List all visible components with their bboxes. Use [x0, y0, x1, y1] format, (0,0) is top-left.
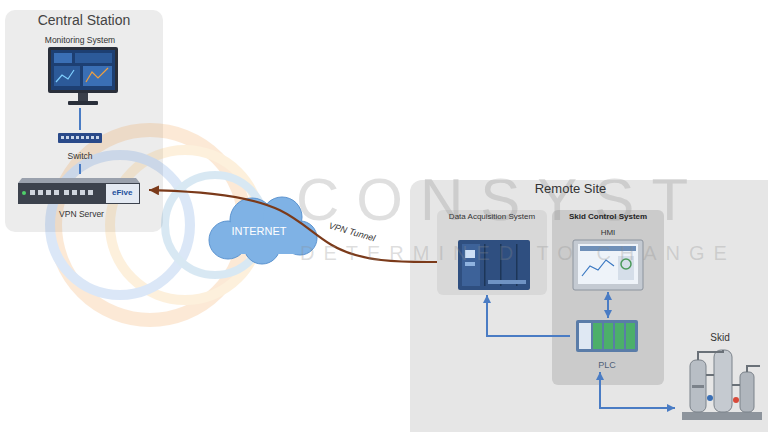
node-label: VPN Server: [59, 210, 104, 220]
plc-node: PLC: [570, 318, 644, 372]
brand-mark: eFive: [112, 189, 132, 197]
node-label: Data Acquisition System: [449, 212, 535, 221]
panel-fill: [552, 210, 664, 385]
connector: [600, 372, 675, 408]
node-label: Central Station: [38, 12, 131, 28]
station-panel: Central StationMonitoring SystemSwitchVP…: [5, 10, 163, 232]
connector: [79, 108, 81, 130]
vpn-server-node: VPN Server: [14, 174, 149, 222]
node-label: Switch: [67, 152, 92, 162]
node-label: Remote Site: [535, 182, 607, 197]
plc-icon: [576, 320, 638, 352]
node-label: Monitoring System: [45, 36, 115, 46]
node-label: INTERNET: [232, 225, 287, 238]
node-label: HMI: [601, 228, 616, 237]
monitor-icon: [48, 47, 118, 105]
watermark: DETERMINED TO CHANGE: [300, 243, 736, 263]
connector: [79, 164, 81, 174]
site-panel: Remote SiteData Acquisition System Skid C…: [410, 180, 768, 432]
node-label: PLC: [598, 360, 616, 370]
panel-fill: [5, 10, 163, 232]
skid-node: Skid: [675, 330, 765, 425]
node-label: Skid Control System: [569, 212, 647, 221]
control-system-box: Skid Control SystemHMI PLC: [552, 210, 664, 385]
connector: [487, 295, 570, 336]
monitor-node: Monitoring System: [30, 34, 130, 108]
switch-icon: [58, 133, 102, 143]
switch-node: Switch: [52, 130, 108, 164]
connector: [607, 292, 609, 318]
skid-icon: [682, 350, 762, 420]
node-label: Skid: [710, 332, 729, 344]
panel-fill: [410, 180, 768, 432]
vpn-server-icon: [18, 178, 140, 204]
